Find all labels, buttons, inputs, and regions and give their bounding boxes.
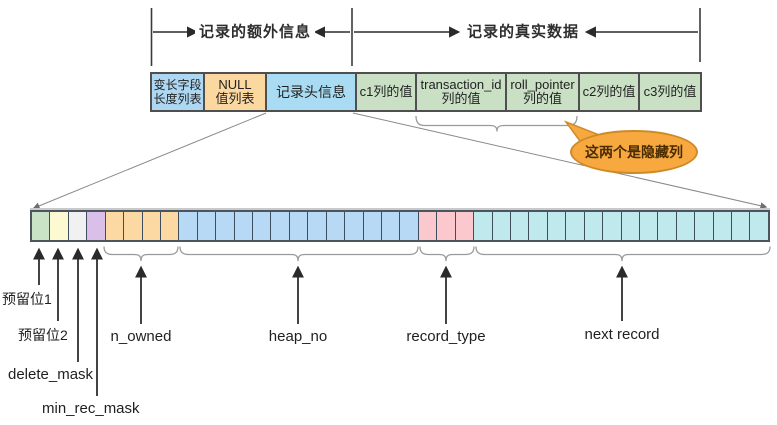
- bit-cell: [160, 212, 180, 240]
- bit-cell: [492, 212, 511, 240]
- box-label-line: NULL: [218, 77, 252, 92]
- real-data-label: 记录的真实数据: [462, 20, 584, 42]
- bit-label-min-rec-mask: min_rec_mask: [42, 400, 140, 417]
- record-type-brace: [419, 246, 475, 262]
- box-label-line: c1列的值: [359, 84, 413, 99]
- bit-label-delete-mask: delete_mask: [8, 366, 94, 383]
- bit-cell: [603, 212, 622, 240]
- hidden-columns-callout: 这两个是隐藏列: [570, 130, 698, 174]
- record-box-null-list: NULL 值列表: [203, 72, 267, 112]
- bit-cell: [253, 212, 272, 240]
- box-label-line: transaction_id: [420, 77, 502, 92]
- bit-cell: [732, 212, 751, 240]
- bit-cell: [382, 212, 401, 240]
- next-record-brace: [475, 246, 771, 262]
- record-box-c2-value: c2列的值: [578, 72, 640, 112]
- bit-cell: [124, 212, 143, 240]
- bit-cell: [216, 212, 235, 240]
- record-box-variable-length-list: 变长字段 长度列表: [150, 72, 205, 112]
- bit-cell: [363, 212, 383, 240]
- bit-label-heap-no: heap_no: [268, 328, 328, 345]
- heap-no-brace: [179, 246, 419, 262]
- bit-cell: [308, 212, 327, 240]
- header-expand-line-left: [32, 112, 267, 210]
- box-label-line: roll_pointer: [510, 77, 575, 92]
- box-label-line: 值列表: [215, 91, 255, 106]
- bit-cell: [50, 212, 69, 240]
- box-label-line: c3列的值: [643, 84, 697, 99]
- bit-label-record-type: record_type: [406, 328, 486, 345]
- record-box-roll-pointer: roll_pointer 列的值: [505, 72, 580, 112]
- bit-cell: [676, 212, 696, 240]
- bit-cell: [510, 212, 530, 240]
- bit-cell: [68, 212, 88, 240]
- bit-cell: [695, 212, 714, 240]
- record-box-c1-value: c1列的值: [355, 72, 417, 112]
- box-label-line: c2列的值: [582, 84, 636, 99]
- record-box-c3-value: c3列的值: [638, 72, 702, 112]
- bit-cell: [197, 212, 217, 240]
- bit-label-n-owned: n_owned: [110, 328, 172, 345]
- bit-cell: [639, 212, 659, 240]
- bit-cell: [658, 212, 677, 240]
- box-label-line: 变长字段: [153, 78, 202, 92]
- box-label-line: 长度列表: [153, 92, 202, 106]
- bit-cell: [289, 212, 309, 240]
- record-box-transaction-id: transaction_id 列的值: [415, 72, 507, 112]
- box-label-line: 列的值: [441, 91, 481, 106]
- bit-label-reserved1: 预留位1: [2, 291, 52, 307]
- bit-cell: [271, 212, 290, 240]
- bit-cell: [566, 212, 585, 240]
- record-structure-row: 变长字段 长度列表 NULL 值列表 记录头信息 c1列的值 transacti…: [150, 72, 702, 112]
- bit-cell: [529, 212, 548, 240]
- bit-cell: [142, 212, 161, 240]
- bit-cell: [87, 212, 106, 240]
- bit-cell: [437, 212, 456, 240]
- bit-cell: [474, 212, 493, 240]
- bit-label-next-record: next record: [584, 326, 660, 343]
- box-label-line: 记录头信息: [276, 84, 346, 100]
- bit-cell: [345, 212, 364, 240]
- bit-cell: [455, 212, 475, 240]
- record-header-bit-bar: [30, 210, 770, 242]
- record-box-record-header: 记录头信息: [265, 72, 357, 112]
- header-expand-line-right: [352, 112, 768, 210]
- bit-cell: [547, 212, 567, 240]
- bit-cell: [418, 212, 438, 240]
- bit-cell: [713, 212, 733, 240]
- extra-info-label: 记录的额外信息: [194, 20, 316, 42]
- bit-cell: [584, 212, 604, 240]
- bit-cell: [750, 212, 768, 240]
- bit-cell: [621, 212, 640, 240]
- box-label-line: 列的值: [522, 91, 562, 106]
- hidden-columns-callout-text: 这两个是隐藏列: [585, 144, 683, 160]
- bit-cell: [179, 212, 198, 240]
- bit-cell: [326, 212, 346, 240]
- n-owned-brace: [103, 246, 179, 262]
- hidden-columns-brace: [415, 115, 578, 132]
- bit-cell: [105, 212, 125, 240]
- bit-cell: [32, 212, 51, 240]
- bit-label-reserved2: 预留位2: [18, 327, 68, 343]
- bit-cell: [234, 212, 254, 240]
- bit-cell: [400, 212, 419, 240]
